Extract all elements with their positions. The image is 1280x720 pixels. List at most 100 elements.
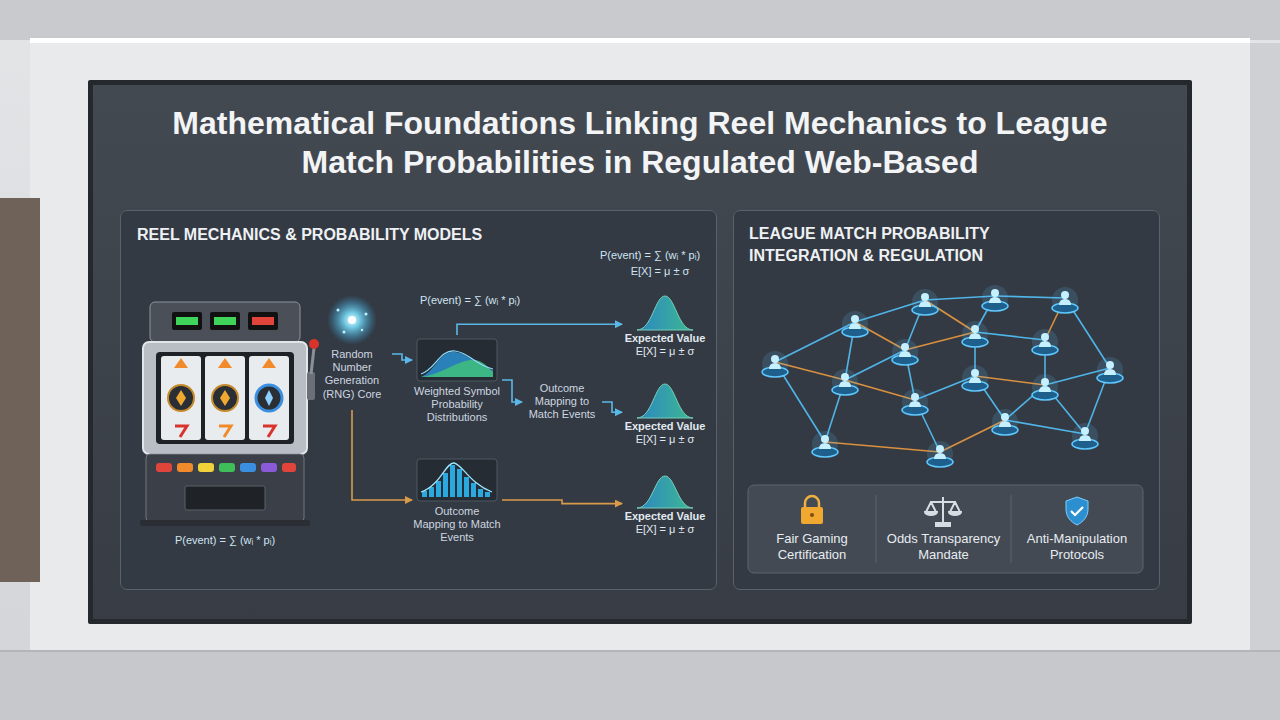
- screen: [88, 80, 1192, 624]
- panel-fill: [120, 210, 717, 590]
- room: [1250, 43, 1280, 650]
- histogram-chart: [417, 459, 497, 501]
- bell-curve: [637, 296, 693, 508]
- slot-machine: [205, 356, 245, 440]
- formula-label: P(event) = ∑ (wᵢ * pᵢ): [586, 249, 714, 262]
- slot-machine: [307, 372, 315, 400]
- slot-machine: [143, 342, 307, 454]
- slot-machine: [265, 390, 273, 406]
- mapping-step: Outcome Mapping to Match Events: [522, 378, 602, 426]
- histogram-chart: [457, 469, 462, 497]
- node-caption: Random Number Generation (RNG) Core: [313, 348, 391, 401]
- shield-icon: [1071, 507, 1083, 515]
- slot-machine: [309, 339, 319, 349]
- network-links: [825, 442, 940, 452]
- screen: [93, 85, 1187, 619]
- slot-machine: [262, 358, 276, 368]
- network-nodes: [1032, 374, 1058, 400]
- expected-value-box: Expected ValueE[X] = μ ± σ: [622, 290, 708, 366]
- network-nodes: [832, 369, 858, 395]
- histogram-chart: [421, 463, 492, 492]
- network-nodes: [962, 365, 988, 391]
- connector-arrow: [602, 402, 622, 412]
- slot-machine: [248, 312, 278, 330]
- rng-glow: [327, 295, 377, 345]
- distribution-chart: [417, 339, 497, 381]
- network-nodes: [912, 289, 938, 315]
- lock-icon: [805, 496, 819, 508]
- network-nodes: [762, 351, 788, 377]
- regulation-item: Anti-Manipulation Protocols: [1013, 487, 1141, 571]
- network-links: [775, 296, 1110, 452]
- panel-box: REEL MECHANICS & PROBABILITY MODELS Rando…: [120, 210, 717, 590]
- slot-machine: [282, 463, 296, 472]
- distribution-chart: [421, 351, 493, 374]
- slot-machine: [311, 348, 314, 374]
- slot-machine: [219, 426, 231, 437]
- room: [30, 38, 1250, 43]
- bell-curve: [637, 384, 693, 418]
- network-nodes: [1032, 329, 1058, 355]
- rng-core: Random Number Generation (RNG) Core: [312, 298, 392, 410]
- formula-label: P(event) = ∑ (wᵢ * pᵢ): [140, 534, 310, 547]
- slot-machine: [185, 486, 265, 510]
- rng-glow: [348, 316, 356, 324]
- expected-value-box: Expected ValueE[X] = μ ± σ: [622, 470, 708, 554]
- bell-curve: [637, 476, 693, 508]
- chart-box: Weighted Symbol Probability Distribution…: [412, 335, 502, 435]
- room: [0, 650, 1280, 720]
- panel-box: LEAGUE MATCH PROBABILITY INTEGRATION & R…: [733, 210, 1160, 590]
- slot-machine: [176, 317, 198, 325]
- connector-arrow: [457, 324, 622, 335]
- histogram-chart: [485, 492, 490, 497]
- histogram-chart: [429, 487, 434, 497]
- room: [0, 198, 40, 582]
- slot-machine: [161, 356, 201, 440]
- panel-heading: REEL MECHANICS & PROBABILITY MODELS: [137, 225, 697, 246]
- node-caption: E[X] = μ ± σ: [623, 523, 707, 536]
- expected-value-box: Expected ValueE[X] = μ ± σ: [622, 378, 708, 454]
- node-caption: E[X] = μ ± σ: [623, 433, 707, 446]
- regulation-item: Odds Transparency Mandate: [878, 487, 1009, 571]
- lock-icon: [810, 513, 814, 517]
- slot-machine: [210, 312, 240, 330]
- node-caption: Weighted Symbol Probability Distribution…: [413, 385, 501, 425]
- slot-machine: [168, 385, 194, 411]
- slot-machine: [214, 317, 236, 325]
- slot-machine: [263, 426, 275, 437]
- regulation-band: [1011, 495, 1012, 563]
- shield-icon: [1066, 497, 1088, 525]
- panel-heading: LEAGUE MATCH PROBABILITY INTEGRATION & R…: [749, 223, 1049, 268]
- lock-icon: [801, 507, 823, 524]
- slot-machine: [172, 312, 202, 330]
- rng-glow: [361, 329, 363, 331]
- panel-fill: [733, 210, 1160, 590]
- histogram-chart: [471, 483, 476, 497]
- scales-icon: [930, 501, 956, 503]
- room: [30, 43, 1250, 650]
- slot-machine: [240, 463, 256, 472]
- slot-machine: [252, 317, 274, 325]
- regulation-band: [748, 485, 1143, 573]
- histogram-chart: [443, 473, 448, 497]
- slot-machine: [174, 358, 188, 368]
- slot-machine: [177, 463, 193, 472]
- connector-arrow: [392, 354, 412, 360]
- slot-machine: [198, 463, 214, 472]
- slot-machine: [146, 454, 304, 522]
- slot-machine: [212, 385, 238, 411]
- regulation-band: [748, 485, 1143, 573]
- formula-label: P(event) = ∑ (wᵢ * pᵢ): [402, 294, 538, 307]
- node-caption: Outcome Mapping to Match Events: [523, 382, 601, 422]
- network-nodes: [982, 285, 1008, 311]
- room: [0, 650, 1280, 652]
- slot-machine: [156, 352, 294, 444]
- item-label: Fair Gaming Certification: [754, 531, 870, 562]
- rng-glow: [337, 309, 340, 312]
- network-nodes: [1072, 423, 1098, 449]
- scales-icon: [925, 512, 937, 515]
- distribution-chart: [421, 360, 493, 377]
- network-nodes: [962, 321, 988, 347]
- screen: [88, 80, 1192, 624]
